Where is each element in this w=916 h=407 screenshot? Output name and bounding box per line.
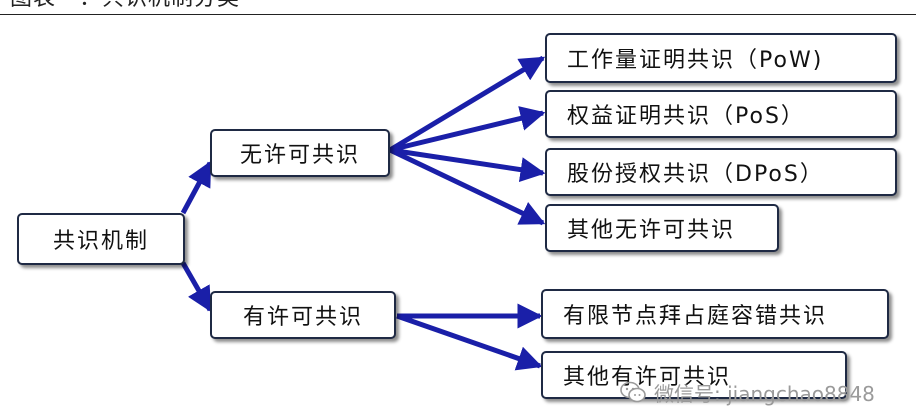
watermark: 微信号: jiangchao8848	[620, 378, 875, 406]
other-permissioned-label: 其他有许可共识	[563, 365, 732, 390]
arrow-root-to-permissionless	[180, 160, 213, 215]
bft-label: 有限节点拜占庭容错共识	[563, 304, 828, 329]
arrow-to-other-permissionless	[388, 147, 546, 226]
other-permissionless-label: 其他无许可共识	[567, 218, 736, 243]
dpos-label: 股份授权共识（DPoS）	[567, 162, 824, 187]
arrow-to-dpos	[389, 147, 546, 183]
header-caption: 图表一：共识机制分类	[10, 0, 240, 12]
permissionless-node: 无许可共识	[210, 129, 390, 177]
permissioned-node: 有许可共识	[210, 291, 396, 339]
other-permissionless-node: 其他无许可共识	[545, 204, 779, 252]
pow-node: 工作量证明共识（PoW)	[545, 33, 897, 83]
wechat-icon	[620, 381, 646, 403]
header-caption-strip: 图表一：共识机制分类	[0, 0, 916, 15]
watermark-text: 微信号: jiangchao8848	[654, 381, 875, 406]
arrow-to-pos	[389, 106, 546, 153]
root-node: 共识机制	[17, 213, 185, 265]
root-label: 共识机制	[52, 229, 149, 254]
pow-label: 工作量证明共识（PoW)	[567, 48, 824, 73]
arrow-to-pow	[388, 55, 546, 153]
other-permissioned-node: 其他有许可共识	[541, 351, 847, 399]
pos-node: 权益证明共识（PoS）	[545, 90, 897, 138]
permissionless-label: 无许可共识	[239, 143, 360, 168]
bft-node: 有限节点拜占庭容错共识	[541, 289, 889, 339]
arrow-root-to-permissioned	[180, 261, 213, 313]
arrow-to-other-permissioned	[396, 313, 543, 371]
permissioned-label: 有许可共识	[242, 305, 363, 330]
dpos-node: 股份授权共识（DPoS）	[545, 148, 897, 196]
pos-label: 权益证明共识（PoS）	[567, 104, 805, 129]
